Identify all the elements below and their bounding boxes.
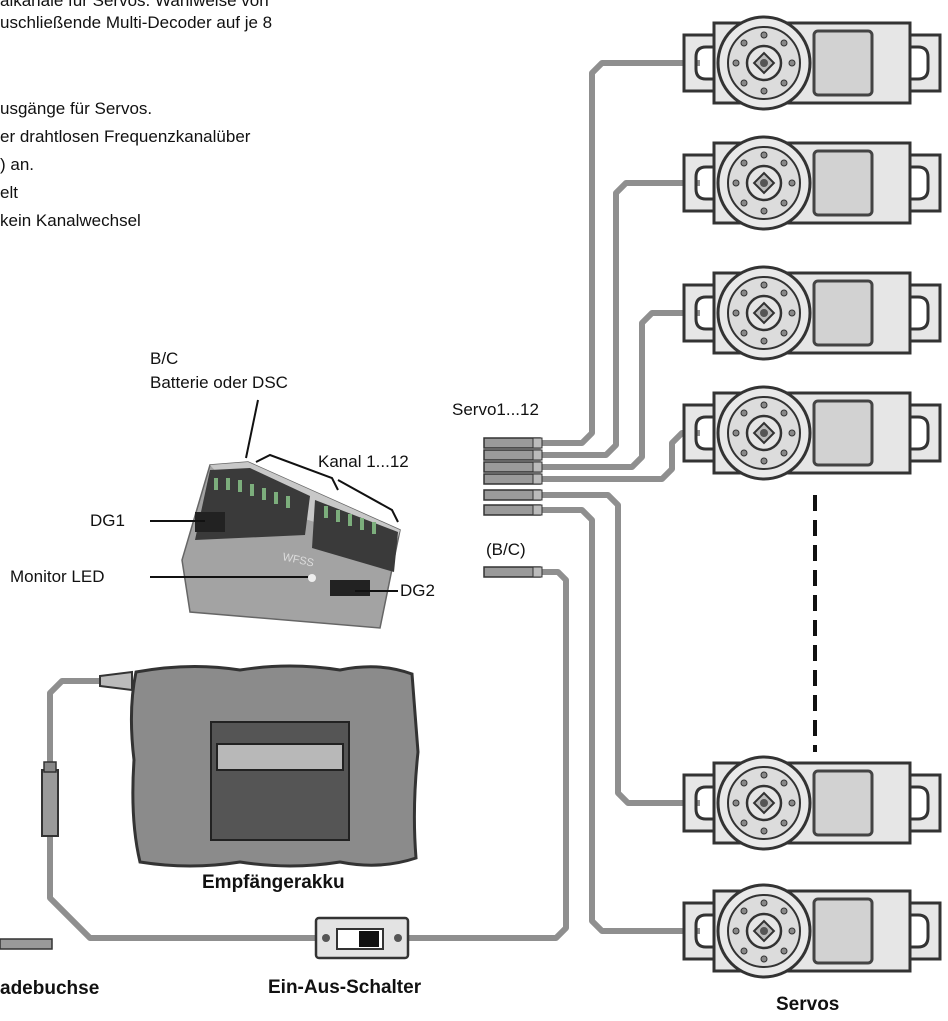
monitor-led	[308, 574, 316, 582]
servos-label: Servos	[776, 994, 840, 1015]
receiver-battery	[99, 664, 420, 868]
cable-battery-lead	[47, 678, 102, 770]
dg1-label: DG1	[90, 511, 125, 530]
servo-2	[682, 135, 942, 231]
connector-plug	[483, 437, 541, 449]
servo-1	[682, 15, 942, 111]
dg2-port	[330, 580, 370, 596]
bc-paren-label: (B/C)	[486, 540, 526, 559]
servo-5	[682, 755, 942, 851]
battery-panel	[210, 721, 350, 841]
intro-line-8: kein Kanalwechsel	[0, 211, 141, 230]
cable-servo-6	[540, 507, 700, 934]
dg2-label: DG2	[400, 581, 435, 600]
dg1-port	[195, 512, 225, 532]
intro-line-7: elt	[0, 183, 18, 202]
cable-battery-to-switch	[47, 835, 316, 941]
leader-lines	[150, 399, 399, 592]
cable-servo-5	[540, 492, 700, 806]
intro-line-2: uschließende Multi-Decoder auf je 8	[0, 13, 273, 32]
servo-range-label: Servo1...12	[452, 400, 539, 419]
bc-connector-plug	[483, 566, 541, 578]
intro-line-4: usgänge für Servos.	[0, 99, 153, 118]
cable-servo-1	[540, 60, 700, 446]
charge-socket-label: adebuchse	[0, 978, 100, 999]
servo-connectors	[483, 437, 543, 578]
cable-servo-3	[540, 310, 700, 470]
channel-label: Kanal 1...12	[318, 452, 409, 471]
switch-label: Ein-Aus-Schalter	[268, 977, 422, 998]
connector-plug	[483, 473, 541, 485]
cable-servo-2	[540, 180, 700, 458]
servo-cables	[47, 60, 700, 941]
battery-or-dsc-label: Batterie oder DSC	[150, 373, 288, 392]
on-off-switch	[314, 916, 410, 960]
intro-line-1: aikanäle für Servos. Wahlweise von	[0, 0, 269, 10]
connector-plug	[483, 504, 541, 516]
cable-power-to-switch	[408, 569, 569, 941]
charge-socket-plug	[0, 938, 53, 950]
battery-lead-boot	[99, 670, 133, 692]
intro-line-5: er drahtlosen Frequenzkanalüber	[0, 127, 251, 146]
connector-plug	[483, 489, 541, 501]
connector-plug	[483, 449, 541, 461]
inline-connector	[41, 769, 59, 837]
intro-line-6: ) an.	[0, 155, 35, 174]
receiver-battery-label: Empfängerakku	[202, 872, 345, 893]
switch-slider	[359, 931, 379, 947]
battery-label	[216, 743, 344, 771]
connector-plug	[483, 461, 541, 473]
servo-4	[682, 385, 942, 481]
servo-3	[682, 265, 942, 361]
bc-label: B/C	[150, 349, 179, 368]
receiver: WFSS	[181, 461, 401, 629]
servo-6	[682, 883, 942, 979]
monitor-led-label: Monitor LED	[10, 567, 105, 586]
